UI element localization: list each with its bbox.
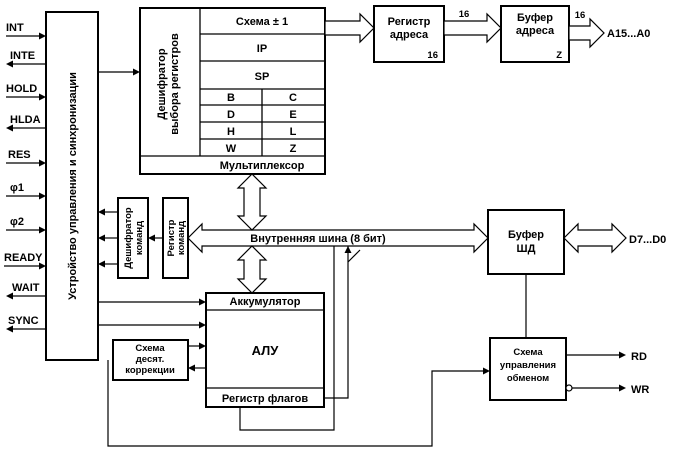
exchange-control-label-2: управления bbox=[500, 360, 556, 371]
pin-hlda: HLDA bbox=[6, 114, 46, 132]
data-bus-label: D7...D0 bbox=[629, 234, 666, 246]
accumulator-bus-link bbox=[236, 245, 268, 294]
register-h: H bbox=[227, 126, 235, 138]
decimal-correction: Схема десят. коррекции bbox=[112, 339, 189, 381]
register-b: B bbox=[227, 92, 235, 104]
address-bus-arrow-2: 16 bbox=[443, 9, 502, 44]
register-l: L bbox=[290, 126, 297, 138]
sp-register: SP bbox=[255, 71, 270, 83]
exchange-control-label-3: обменом bbox=[507, 373, 549, 384]
reg-select-decoder-label: Дешифратор bbox=[156, 48, 168, 119]
accumulator-label: Аккумулятор bbox=[230, 296, 301, 308]
internal-bus: Внутренняя шина (8 бит) bbox=[187, 222, 489, 254]
control-unit: Устройство управления и синхронизации bbox=[45, 11, 99, 361]
pin-label: φ1 bbox=[10, 182, 24, 194]
address-bus-arrow-3: 16 A15...A0 bbox=[568, 10, 650, 49]
pin-label: WAIT bbox=[12, 282, 40, 294]
exchange-control: Схема управления обменом bbox=[489, 337, 567, 401]
register-z: Z bbox=[290, 143, 297, 155]
flags-register-label: Регистр флагов bbox=[222, 393, 308, 405]
pin-phi2: φ2 bbox=[6, 216, 46, 234]
command-register-label-2: команд bbox=[176, 221, 187, 255]
command-register: Регистр команд bbox=[162, 197, 189, 279]
pin-inte: INTE bbox=[6, 50, 46, 68]
alu-block: Аккумулятор АЛУ Регистр флагов bbox=[205, 292, 325, 408]
decimal-correction-label-2: десят. bbox=[136, 354, 164, 365]
pin-label: HOLD bbox=[6, 83, 37, 95]
address-buffer: Буфер адреса Z bbox=[500, 5, 570, 63]
register-e: E bbox=[289, 109, 296, 121]
exchange-control-label: Схема bbox=[513, 347, 543, 358]
pin-sync: SYNC bbox=[6, 315, 46, 333]
command-decoder: Дешифратор команд bbox=[117, 197, 149, 279]
pin-group: INT INTE HOLD HLDA RES φ1 bbox=[4, 22, 46, 333]
ip-register: IP bbox=[257, 43, 267, 55]
command-decoder-label-2: команд bbox=[134, 221, 145, 255]
address-register-label: Регистр bbox=[388, 16, 431, 28]
decimal-correction-label: Схема bbox=[135, 343, 165, 354]
address-bus-arrow-1 bbox=[324, 12, 375, 44]
command-register-label: Регистр bbox=[166, 219, 177, 256]
pin-label: φ2 bbox=[10, 216, 24, 228]
internal-bus-label: Внутренняя шина (8 бит) bbox=[250, 233, 386, 245]
wr-signal: WR bbox=[565, 384, 649, 396]
pin-label: RES bbox=[8, 149, 31, 161]
pin-res: RES bbox=[6, 149, 46, 167]
register-d: D bbox=[227, 109, 235, 121]
pin-int: INT bbox=[6, 22, 46, 40]
address-register-label-2: адреса bbox=[390, 29, 429, 41]
bus-width-label-2: 16 bbox=[575, 10, 586, 21]
control-unit-label: Устройство управления и синхронизации bbox=[67, 72, 79, 300]
pin-wait: WAIT bbox=[6, 282, 46, 300]
data-buffer: Буфер ШД bbox=[487, 209, 565, 275]
rd-label: RD bbox=[631, 351, 647, 363]
data-buffer-label: Буфер bbox=[508, 229, 544, 241]
data-buffer-label-2: ШД bbox=[517, 243, 536, 255]
data-bus-arrow: D7...D0 bbox=[563, 222, 666, 254]
register-bus-link bbox=[236, 173, 268, 231]
rd-signal: RD bbox=[566, 351, 647, 363]
bus-width-label: 16 bbox=[459, 9, 470, 20]
multiplexer-label: Мультиплексор bbox=[220, 160, 305, 172]
pin-label: READY bbox=[4, 252, 43, 264]
pin-label: INTE bbox=[10, 50, 35, 62]
address-buffer-z: Z bbox=[556, 50, 562, 61]
register-w: W bbox=[226, 143, 237, 155]
register-c: C bbox=[289, 92, 297, 104]
reg-select-decoder-label-2: выбора регистров bbox=[169, 33, 181, 135]
decimal-correction-label-3: коррекции bbox=[125, 365, 175, 376]
address-register-width: 16 bbox=[427, 50, 438, 61]
scheme-plus1-label: Схема ± 1 bbox=[236, 16, 288, 28]
pin-label: SYNC bbox=[8, 315, 39, 327]
pin-phi1: φ1 bbox=[6, 182, 46, 200]
pin-label: INT bbox=[6, 22, 24, 34]
address-buffer-label-2: адреса bbox=[516, 25, 555, 37]
pin-hold: HOLD bbox=[6, 83, 46, 101]
address-buffer-label: Буфер bbox=[517, 12, 553, 24]
pin-label: HLDA bbox=[10, 114, 41, 126]
wr-label: WR bbox=[631, 384, 649, 396]
address-register: Регистр адреса 16 bbox=[373, 5, 445, 63]
pin-ready: READY bbox=[4, 252, 46, 270]
alu-label: АЛУ bbox=[252, 343, 280, 358]
register-block: Дешифратор выбора регистров Схема ± 1 IP… bbox=[139, 7, 326, 175]
command-decoder-label: Дешифратор bbox=[123, 207, 134, 269]
address-bus-label: A15...A0 bbox=[607, 28, 650, 40]
